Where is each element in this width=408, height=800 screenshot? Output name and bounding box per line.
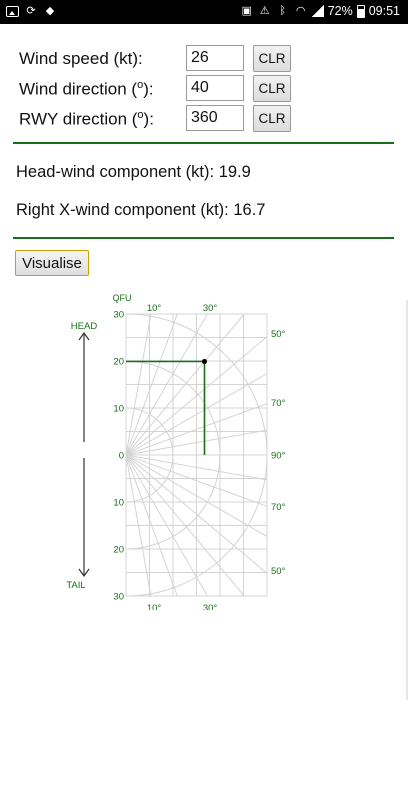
y-axis-label: 0 — [119, 451, 124, 462]
head-arrowhead — [78, 331, 90, 341]
head-label: HEAD — [71, 321, 98, 332]
y-axis-label: 10 — [113, 498, 124, 509]
radial-line — [125, 373, 268, 456]
radial-line — [125, 429, 268, 456]
crosswind-result: Right X-wind component (kt): 16.7 — [16, 201, 265, 220]
crosswind-label: Right X-wind component (kt): — [16, 201, 234, 219]
radial-line — [125, 454, 268, 507]
rwy-direction-label: RWY direction (o): — [19, 109, 154, 129]
headwind-value: 19.9 — [218, 163, 251, 181]
bluetooth-icon: ᛒ — [279, 5, 286, 17]
signal-icon — [311, 5, 324, 17]
radial-line — [125, 313, 178, 456]
scrollbar[interactable] — [406, 300, 408, 700]
rwy-direction-input[interactable] — [186, 105, 244, 131]
rwy-direction-row: RWY direction (o): CLR — [19, 105, 399, 133]
headwind-label: Head-wind component (kt): — [16, 163, 219, 181]
wind-speed-clear-button[interactable]: CLR — [253, 45, 291, 72]
radial-line — [125, 313, 152, 456]
headwind-result: Head-wind component (kt): 19.9 — [16, 163, 251, 182]
angle-label: 50° — [271, 329, 286, 340]
y-axis-label: 10 — [113, 404, 124, 415]
radial-line — [125, 454, 268, 537]
radial-line — [125, 313, 245, 456]
angle-label: 70° — [271, 398, 286, 409]
qfu-label: QFU — [113, 293, 132, 303]
divider — [13, 237, 394, 239]
status-bar: ⟳ ◆ ▣ ⚠ ᛒ ◠ 72% 09:51 — [0, 0, 408, 24]
image-icon — [6, 5, 19, 17]
wind-speed-row: Wind speed (kt): CLR — [19, 45, 399, 73]
wind-point — [201, 358, 208, 365]
radial-line — [125, 454, 208, 597]
wind-direction-row: Wind direction (o): CLR — [19, 75, 399, 103]
radial-line — [125, 454, 245, 597]
radial-line — [125, 454, 152, 597]
wind-speed-input[interactable] — [186, 45, 244, 71]
angle-label: 10° — [147, 303, 162, 314]
angle-label: 10° — [147, 603, 162, 610]
wind-direction-clear-button[interactable]: CLR — [253, 75, 291, 102]
y-axis-label: 20 — [113, 545, 124, 556]
speed-arc — [125, 360, 221, 550]
battery-icon — [356, 4, 365, 18]
radial-line — [125, 454, 268, 574]
wind-direction-label: Wind direction (o): — [19, 79, 154, 99]
tail-arrowhead — [78, 568, 90, 578]
divider — [13, 142, 394, 144]
angle-label: 50° — [271, 566, 286, 577]
system-icons: ▣ ⚠ ᛒ ◠ 72% 09:51 — [240, 4, 400, 18]
dropbox-icon: ◆ — [45, 5, 55, 17]
angle-label: 70° — [271, 502, 286, 513]
radial-line — [125, 454, 268, 481]
radial-line — [125, 403, 268, 456]
battery-percent: 72% — [327, 4, 353, 18]
wind-speed-label: Wind speed (kt): — [19, 49, 143, 68]
radial-line — [125, 336, 268, 456]
diagram-grid — [125, 313, 268, 597]
rwy-direction-clear-button[interactable]: CLR — [253, 105, 291, 132]
wind-vector — [126, 358, 208, 455]
notification-icons: ⟳ ◆ — [6, 4, 57, 18]
angle-label: 30° — [203, 303, 218, 314]
y-axis-label: 30 — [113, 310, 124, 321]
tail-label: TAIL — [66, 580, 85, 591]
speed-arc — [125, 313, 268, 597]
sync-icon: ⟳ — [26, 5, 36, 17]
lock-icon: ▣ — [241, 5, 252, 17]
speed-arc — [125, 407, 174, 503]
y-axis-label: 30 — [113, 592, 124, 603]
warning-icon: ⚠ — [259, 5, 270, 17]
angle-label: 30° — [203, 603, 218, 610]
angle-label: 90° — [271, 451, 286, 462]
wifi-icon: ◠ — [295, 5, 306, 17]
clock: 09:51 — [368, 4, 400, 18]
diagram-labels: QFU 30 20 10 0 10 20 30 10° 30° 10° 30° 50° 70° 90° 70°… — [66, 293, 285, 610]
wind-direction-input[interactable] — [186, 75, 244, 101]
visualise-button[interactable]: Visualise — [15, 250, 89, 276]
wind-diagram: QFU 30 20 10 0 10 20 30 10° 30° 10° 30° 50° 70° 90° 70°… — [66, 293, 285, 610]
y-axis-label: 20 — [113, 357, 124, 368]
crosswind-value: 16.7 — [233, 201, 266, 219]
radial-line — [125, 454, 178, 597]
head-tail-arrows — [78, 331, 90, 578]
radial-line — [125, 313, 208, 456]
